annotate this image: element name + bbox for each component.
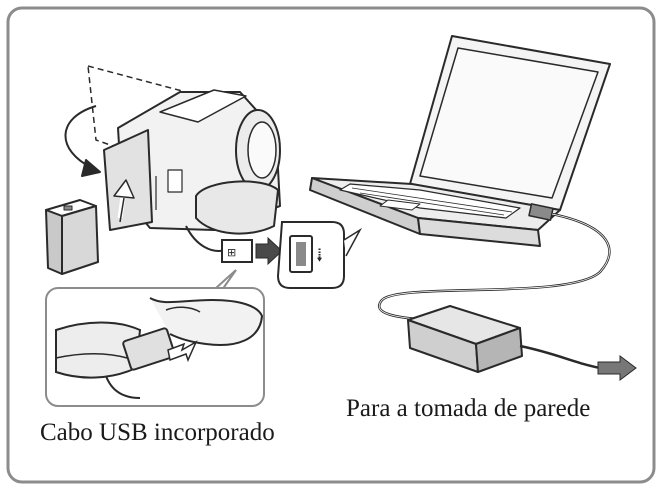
laptop-icon — [309, 35, 611, 247]
camcorder-icon — [64, 65, 281, 235]
usb-port-icon — [276, 221, 363, 289]
usb-cable-caption: Cabo USB incorporado — [40, 419, 275, 446]
inset-detail — [45, 269, 265, 407]
arrow-icon — [167, 340, 198, 363]
wall-outlet-caption: Para a tomada de parede — [346, 395, 591, 422]
arrow-icon — [255, 236, 283, 266]
arrow-icon — [597, 355, 637, 381]
usb-symbol-icon: ⭭ — [316, 243, 323, 267]
ac-adapter-icon — [407, 305, 613, 373]
usb-cable: ⊞ — [185, 225, 253, 263]
svg-text:⊞: ⊞ — [227, 246, 236, 259]
battery-icon — [45, 199, 99, 275]
